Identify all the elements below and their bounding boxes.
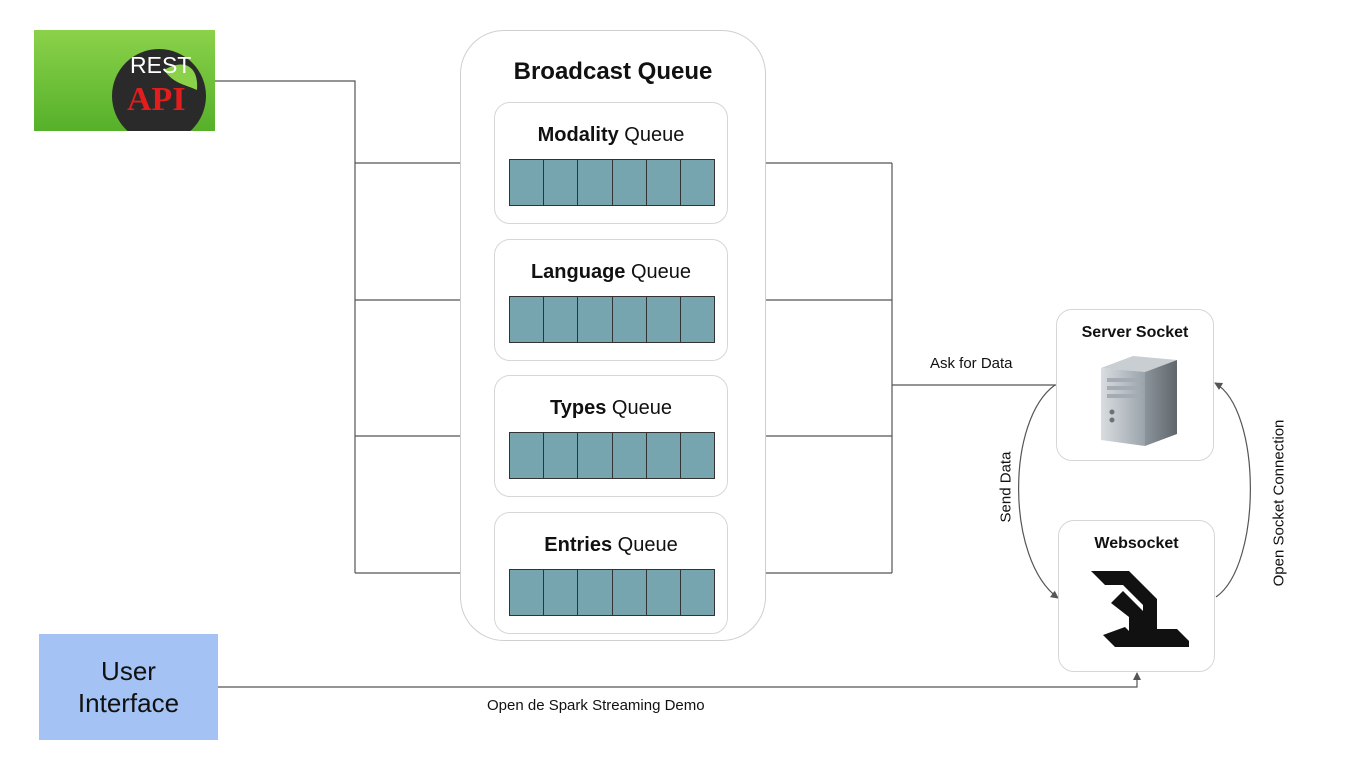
queue-title: Entries Queue <box>495 534 727 557</box>
queue-cell <box>510 570 545 615</box>
queue-cell <box>612 570 647 615</box>
modality-queue: Modality Queue <box>494 102 728 224</box>
queue-cell <box>578 433 613 478</box>
queue-cell <box>646 160 681 205</box>
rest-logo-top-text: REST <box>130 52 191 78</box>
queue-cell <box>646 297 681 342</box>
queue-cell <box>680 297 715 342</box>
queue-title: Language Queue <box>495 261 727 284</box>
queue-cell <box>612 160 647 205</box>
queue-cell <box>680 570 715 615</box>
open-socket-connection-label: Open Socket Connection <box>1270 419 1288 587</box>
queue-cells <box>509 159 715 206</box>
queue-cell <box>544 433 579 478</box>
websocket-card: Websocket <box>1058 520 1215 672</box>
queue-title: Modality Queue <box>495 124 727 147</box>
rest-api-logo-art: REST API <box>112 49 206 143</box>
queue-title-suffix: Queue <box>618 124 685 146</box>
server-socket-card: Server Socket <box>1056 309 1214 461</box>
queue-title: Types Queue <box>495 397 727 420</box>
queue-title-bold: Types <box>550 397 607 419</box>
queue-cell <box>646 433 681 478</box>
queue-cells <box>509 296 715 343</box>
queue-cell <box>510 297 545 342</box>
ask-for-data-label: Ask for Data <box>930 355 1013 372</box>
broadcast-queue-title: Broadcast Queue <box>513 58 713 85</box>
rest-logo-bottom-text: API <box>127 81 186 118</box>
queue-cell <box>510 433 545 478</box>
queue-title-suffix: Queue <box>606 397 672 419</box>
types-queue: Types Queue <box>494 375 728 497</box>
ui-to-websocket-line <box>218 672 1141 688</box>
queue-cell <box>578 297 613 342</box>
user-interface-line1: User <box>101 656 156 686</box>
queue-cell <box>612 297 647 342</box>
rest-api-trunk-line <box>215 80 356 573</box>
queue-title-bold: Modality <box>537 124 619 146</box>
queue-cells <box>509 432 715 479</box>
queue-cell <box>544 160 579 205</box>
websocket-title: Websocket <box>1094 535 1179 552</box>
queue-cells <box>509 569 715 616</box>
send-data-curve <box>1018 384 1059 599</box>
queue-title-bold: Entries <box>544 534 613 556</box>
queue-cell <box>680 160 715 205</box>
queue-cell <box>578 570 613 615</box>
language-queue: Language Queue <box>494 239 728 361</box>
queue-cell <box>646 570 681 615</box>
queue-cell <box>510 160 545 205</box>
open-socket-curve <box>1214 382 1251 598</box>
open-demo-label: Open de Spark Streaming Demo <box>487 697 705 714</box>
entries-queue: Entries Queue <box>494 512 728 634</box>
queue-title-suffix: Queue <box>625 261 692 283</box>
user-interface-line2: Interface <box>77 688 180 718</box>
rest-api-logo: REST API <box>34 30 215 143</box>
queue-cell <box>578 160 613 205</box>
queue-cell <box>544 570 579 615</box>
queue-cell <box>612 433 647 478</box>
queue-cell <box>680 433 715 478</box>
server-icon <box>1101 356 1177 446</box>
queue-title-suffix: Queue <box>612 534 678 556</box>
queue-title-bold: Language <box>530 261 626 283</box>
queue-cell <box>544 297 579 342</box>
send-data-label: Send Data <box>997 451 1015 523</box>
user-interface-box: User Interface <box>39 634 218 740</box>
server-socket-title: Server Socket <box>1081 324 1189 341</box>
websocket-logo-icon <box>1091 571 1189 647</box>
